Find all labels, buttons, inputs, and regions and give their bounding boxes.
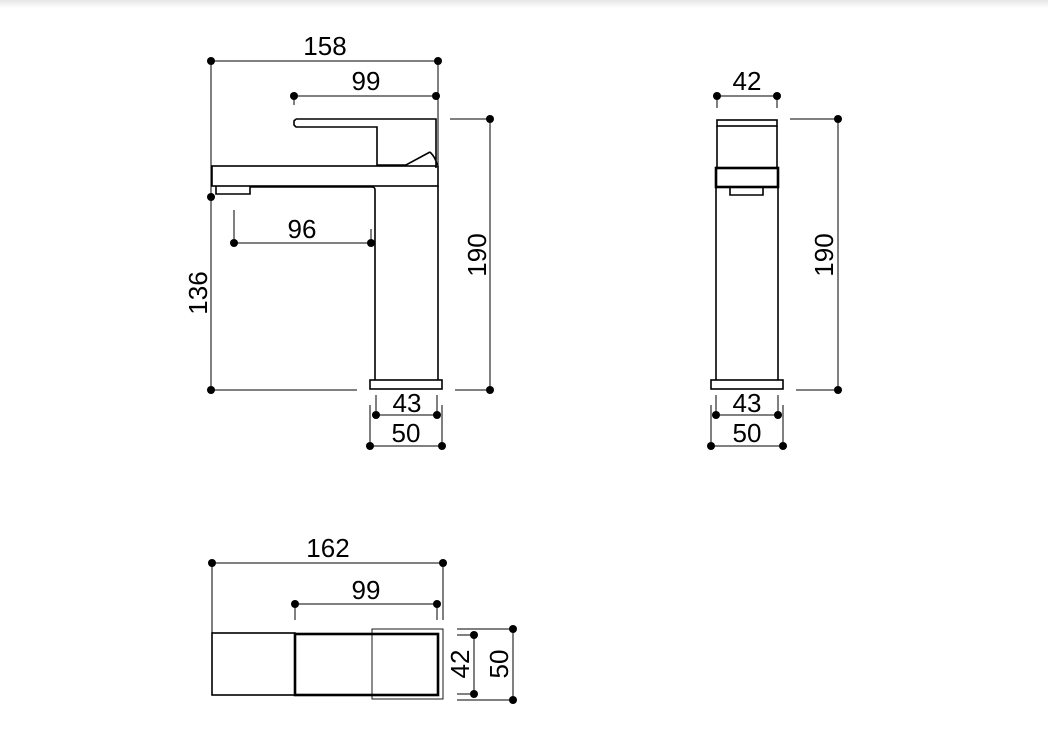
dimension-top-overall-length: 162 xyxy=(208,533,447,633)
label-spout-reach: 96 xyxy=(288,214,317,244)
dimension-front-base-width: 50 xyxy=(707,405,787,450)
label-front-base-width: 50 xyxy=(733,418,762,448)
side-view: 158 99 xyxy=(183,31,494,450)
dimension-body-width: 43 xyxy=(372,388,441,419)
dimension-top-base-depth: 50 xyxy=(457,625,517,704)
label-base-width: 50 xyxy=(392,418,421,448)
dimension-spout-reach: 96 xyxy=(230,210,375,247)
label-lever-length: 99 xyxy=(352,66,381,96)
label-top-base-depth: 50 xyxy=(484,650,514,679)
dimension-lever-length: 99 xyxy=(290,66,440,105)
page-top-shadow xyxy=(0,0,1048,8)
label-overall-width: 158 xyxy=(303,31,346,61)
label-front-height: 190 xyxy=(809,233,839,276)
front-view: 42 190 43 xyxy=(707,66,842,450)
label-overall-height: 190 xyxy=(462,233,492,276)
label-top-width: 42 xyxy=(733,66,762,96)
dimension-base-width: 50 xyxy=(366,405,446,450)
label-front-body-width: 43 xyxy=(733,388,762,418)
label-spout-height: 136 xyxy=(183,271,213,314)
top-view: 162 99 42 xyxy=(208,533,517,704)
dimension-top-body-depth: 42 xyxy=(445,631,478,698)
label-top-overall-length: 162 xyxy=(306,533,349,563)
dimension-spout-height: 136 xyxy=(183,193,357,394)
dimension-front-body-width: 43 xyxy=(712,388,782,419)
top-tap-outline xyxy=(211,628,444,700)
front-tap-body xyxy=(710,119,784,390)
lever-handle xyxy=(293,118,438,168)
dimension-overall-width: 158 xyxy=(207,31,442,390)
label-top-body-depth: 42 xyxy=(445,650,475,679)
tap-body xyxy=(211,165,443,390)
label-top-lever-length: 99 xyxy=(352,575,381,605)
dimension-top-lever-length: 99 xyxy=(291,575,441,620)
dimension-overall-height: 190 xyxy=(450,115,494,394)
dimension-top-width: 42 xyxy=(713,66,781,108)
label-body-width: 43 xyxy=(393,388,422,418)
dimension-front-height: 190 xyxy=(790,115,842,394)
